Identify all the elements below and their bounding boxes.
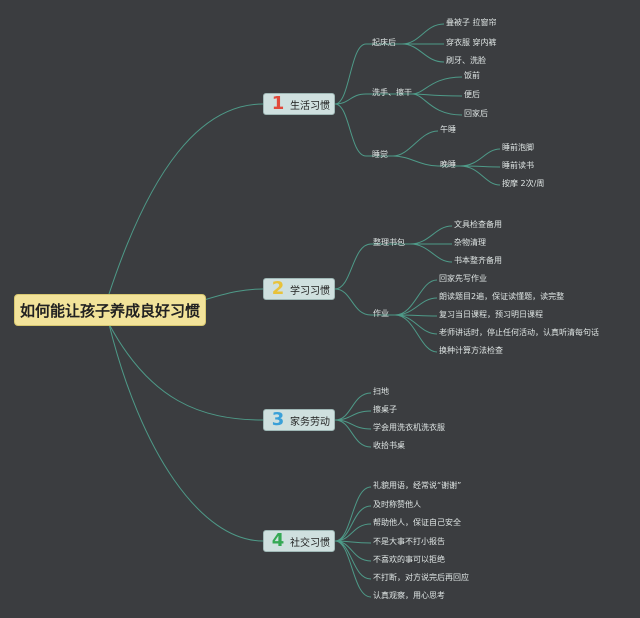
link-root-cat2 (203, 288, 264, 301)
category-number: 1 (271, 93, 285, 114)
leaf-item: 穿衣服 穿内裤 (446, 38, 497, 47)
category-label: 家务劳动 (290, 416, 330, 428)
root-node: 如何能让孩子养成良好习惯 (14, 294, 206, 326)
sub-group-label: 晚睡 (440, 160, 456, 169)
leaf-item: 回家后 (464, 109, 488, 118)
link-root-cat3 (108, 323, 264, 421)
leaf-item: 扫地 (373, 387, 389, 396)
category-housework: 3 家务劳动 (263, 409, 335, 431)
leaf-item: 书本整齐备用 (454, 256, 502, 265)
leaf-item: 睡前读书 (502, 161, 534, 170)
leaf-item: 睡前泡脚 (502, 143, 534, 152)
leaf-item: 文具检查备用 (454, 220, 502, 229)
leaf-item: 饭前 (464, 71, 480, 80)
leaf-item: 回家先写作业 (439, 274, 487, 283)
leaf-item: 叠被子 拉窗帘 (446, 18, 497, 27)
leaf-item: 帮助他人，保证自己安全 (373, 518, 461, 527)
leaf-item: 不是大事不打小报告 (373, 537, 445, 546)
leaf-item: 及时称赞他人 (373, 500, 421, 509)
link-root-cat4 (108, 323, 264, 542)
leaf-item: 便后 (464, 90, 480, 99)
leaf-item: 认真观察，用心思考 (373, 591, 445, 600)
link-root-cat1 (108, 103, 264, 295)
category-label: 学习习惯 (290, 285, 330, 297)
leaf-item: 朗读题目2遍，保证读懂题，读完整 (439, 292, 565, 301)
leaf-item: 收拾书桌 (373, 441, 405, 450)
leaf-item: 不喜欢的事可以拒绝 (373, 555, 445, 564)
leaf-item: 杂物清理 (454, 238, 486, 247)
category-study-habits: 2 学习习惯 (263, 278, 335, 300)
group-label: 整理书包 (373, 238, 405, 247)
group-label: 睡觉 (372, 150, 388, 159)
leaf-item: 擦桌子 (373, 405, 397, 414)
category-number: 4 (271, 530, 285, 551)
category-life-habits: 1 生活习惯 (263, 93, 335, 115)
leaf-item: 礼貌用语，经常说“谢谢” (373, 481, 462, 490)
category-social-habits: 4 社交习惯 (263, 530, 335, 552)
leaf-item: 不打断，对方说完后再回应 (373, 573, 469, 582)
leaf-item: 按摩 2次/周 (502, 179, 545, 188)
category-number: 2 (271, 278, 285, 299)
leaf-item: 午睡 (440, 125, 456, 134)
group-label: 洗手、擦干 (372, 88, 412, 97)
leaf-item: 刷牙、洗脸 (446, 56, 486, 65)
leaf-item: 学会用洗衣机洗衣服 (373, 423, 445, 432)
group-label: 起床后 (372, 38, 396, 47)
category-label: 社交习惯 (290, 537, 330, 549)
category-number: 3 (271, 409, 285, 430)
leaf-item: 复习当日课程，预习明日课程 (439, 310, 543, 319)
leaf-item: 换种计算方法检查 (439, 346, 503, 355)
leaf-item: 老师讲话时，停止任何活动，认真听清每句话 (439, 328, 599, 337)
group-label: 作业 (373, 309, 389, 318)
category-label: 生活习惯 (290, 100, 330, 112)
